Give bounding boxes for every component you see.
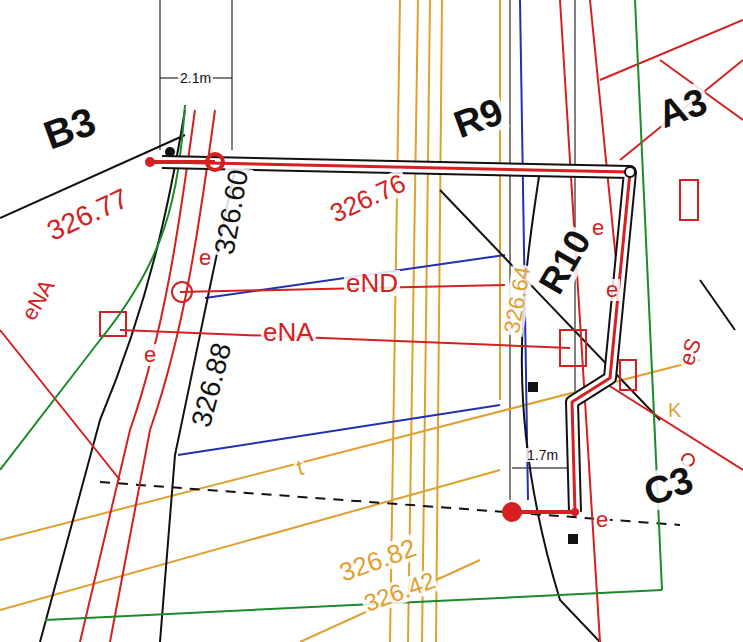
point-label: R10 [532, 223, 598, 302]
elevation-label: 326.64 [501, 263, 535, 337]
cable-label: e [142, 344, 158, 366]
elevation-label: 326.88 [187, 338, 237, 432]
cable-label: e [197, 247, 213, 269]
cable-label: e [590, 217, 606, 239]
cable-label: e [594, 509, 610, 531]
cable-label: e [604, 279, 620, 301]
cable-label: eS [675, 334, 706, 371]
cable-label: eND [344, 270, 400, 296]
cable-label: eNA [17, 274, 59, 326]
point-label: B3 [37, 100, 102, 156]
cable-label: K [666, 400, 683, 420]
dimension-label: 2.1m [178, 71, 213, 85]
cable-label: eNA [261, 319, 316, 345]
elevation-label: 326.60 [210, 165, 253, 258]
dimension-label: 1.7m [525, 448, 560, 462]
elevation-label: 326.76 [324, 169, 411, 228]
point-label: A3 [651, 81, 713, 135]
cable-label: t [292, 456, 307, 480]
point-label: C3 [637, 459, 699, 513]
